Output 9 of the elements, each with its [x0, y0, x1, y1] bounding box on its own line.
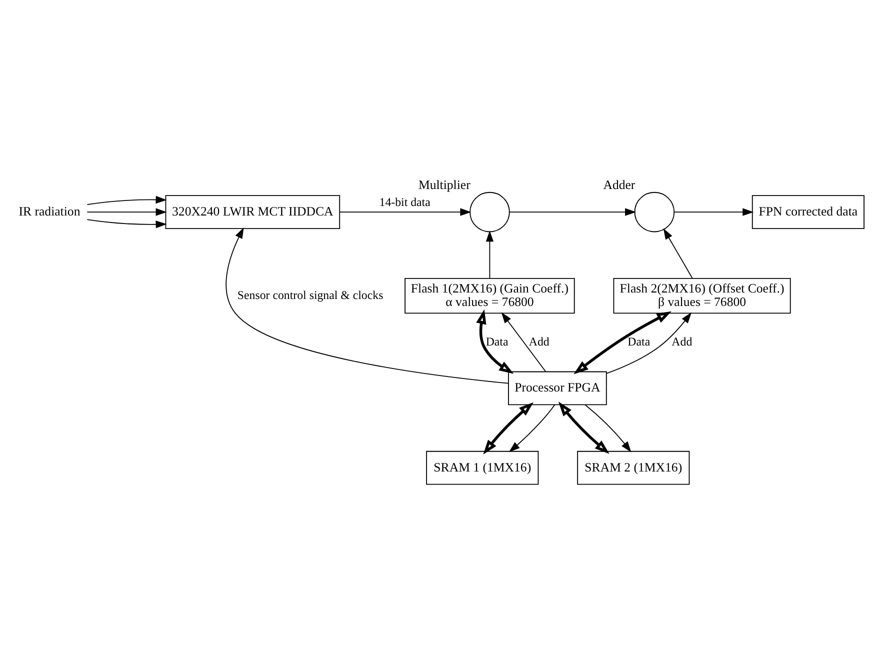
- edge-label: Add: [672, 334, 692, 349]
- edge-label: Data: [628, 334, 650, 349]
- edge-label: 14-bit data: [379, 195, 430, 210]
- edge-label: Add: [528, 334, 550, 349]
- node-text: IR radiation: [18, 204, 80, 218]
- node-label: Multiplier: [418, 178, 470, 192]
- node-label: Adder: [603, 178, 636, 192]
- edge-label: Data: [486, 334, 508, 349]
- edge-label: Sensor control signal & clocks: [237, 288, 384, 302]
